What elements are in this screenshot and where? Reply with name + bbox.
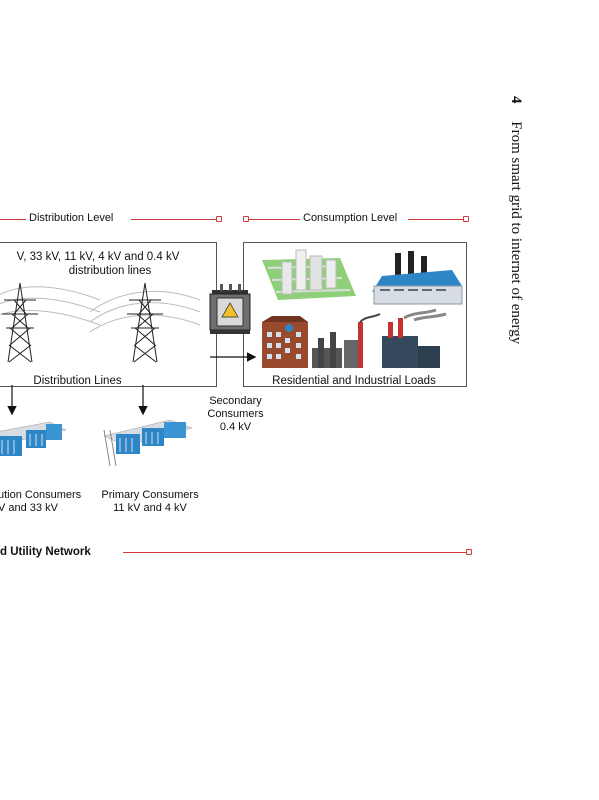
transmission-tower-icon: [0, 282, 101, 363]
utility-network-rule-end: [466, 549, 472, 555]
distribution-consumers-line1: ution Consumers: [0, 489, 82, 501]
distribution-consumers-voltage: V and 33 kV: [0, 502, 58, 514]
distribution-level-rule-right: [131, 219, 218, 220]
consumption-level-label: Consumption Level: [300, 212, 401, 224]
substation-icon: [0, 421, 67, 456]
industrial-plant-icon: [312, 313, 381, 368]
utility-network-rule: [123, 552, 466, 553]
secondary-consumers-voltage: 0.4 kV: [219, 421, 252, 433]
residential-industrial-loads-label: Residential and Industrial Loads: [272, 375, 436, 387]
consumption-level-rule-right: [408, 219, 464, 220]
residential-building-icon: [262, 316, 308, 368]
distribution-voltages-line2: distribution lines: [68, 265, 152, 277]
transformer-icon: [209, 284, 251, 334]
primary-consumers-voltage: 11 kV and 4 kV: [113, 502, 187, 514]
utility-network-label: d Utility Network: [0, 546, 91, 558]
city-block-icon: [262, 249, 356, 300]
transmission-tower-icon: [89, 282, 201, 363]
consumption-level-rule-left: [248, 219, 301, 220]
factory-icon: [372, 251, 463, 305]
substation-icon: [103, 419, 193, 467]
secondary-consumers-line1: Secondary: [209, 395, 262, 407]
power-plant-icon: [382, 308, 447, 368]
distribution-lines-label: Distribution Lines: [33, 375, 122, 387]
primary-consumers-line1: Primary Consumers: [101, 489, 199, 501]
secondary-consumers-line2: Consumers: [207, 408, 264, 420]
distribution-level-rule-left: [0, 219, 26, 220]
distribution-voltages-line1: V, 33 kV, 11 kV, 4 kV and 0.4 kV: [16, 251, 180, 263]
distribution-level-label: Distribution Level: [26, 212, 117, 224]
consumption-level-rule-end: [463, 216, 469, 222]
distribution-level-rule-end: [216, 216, 222, 222]
